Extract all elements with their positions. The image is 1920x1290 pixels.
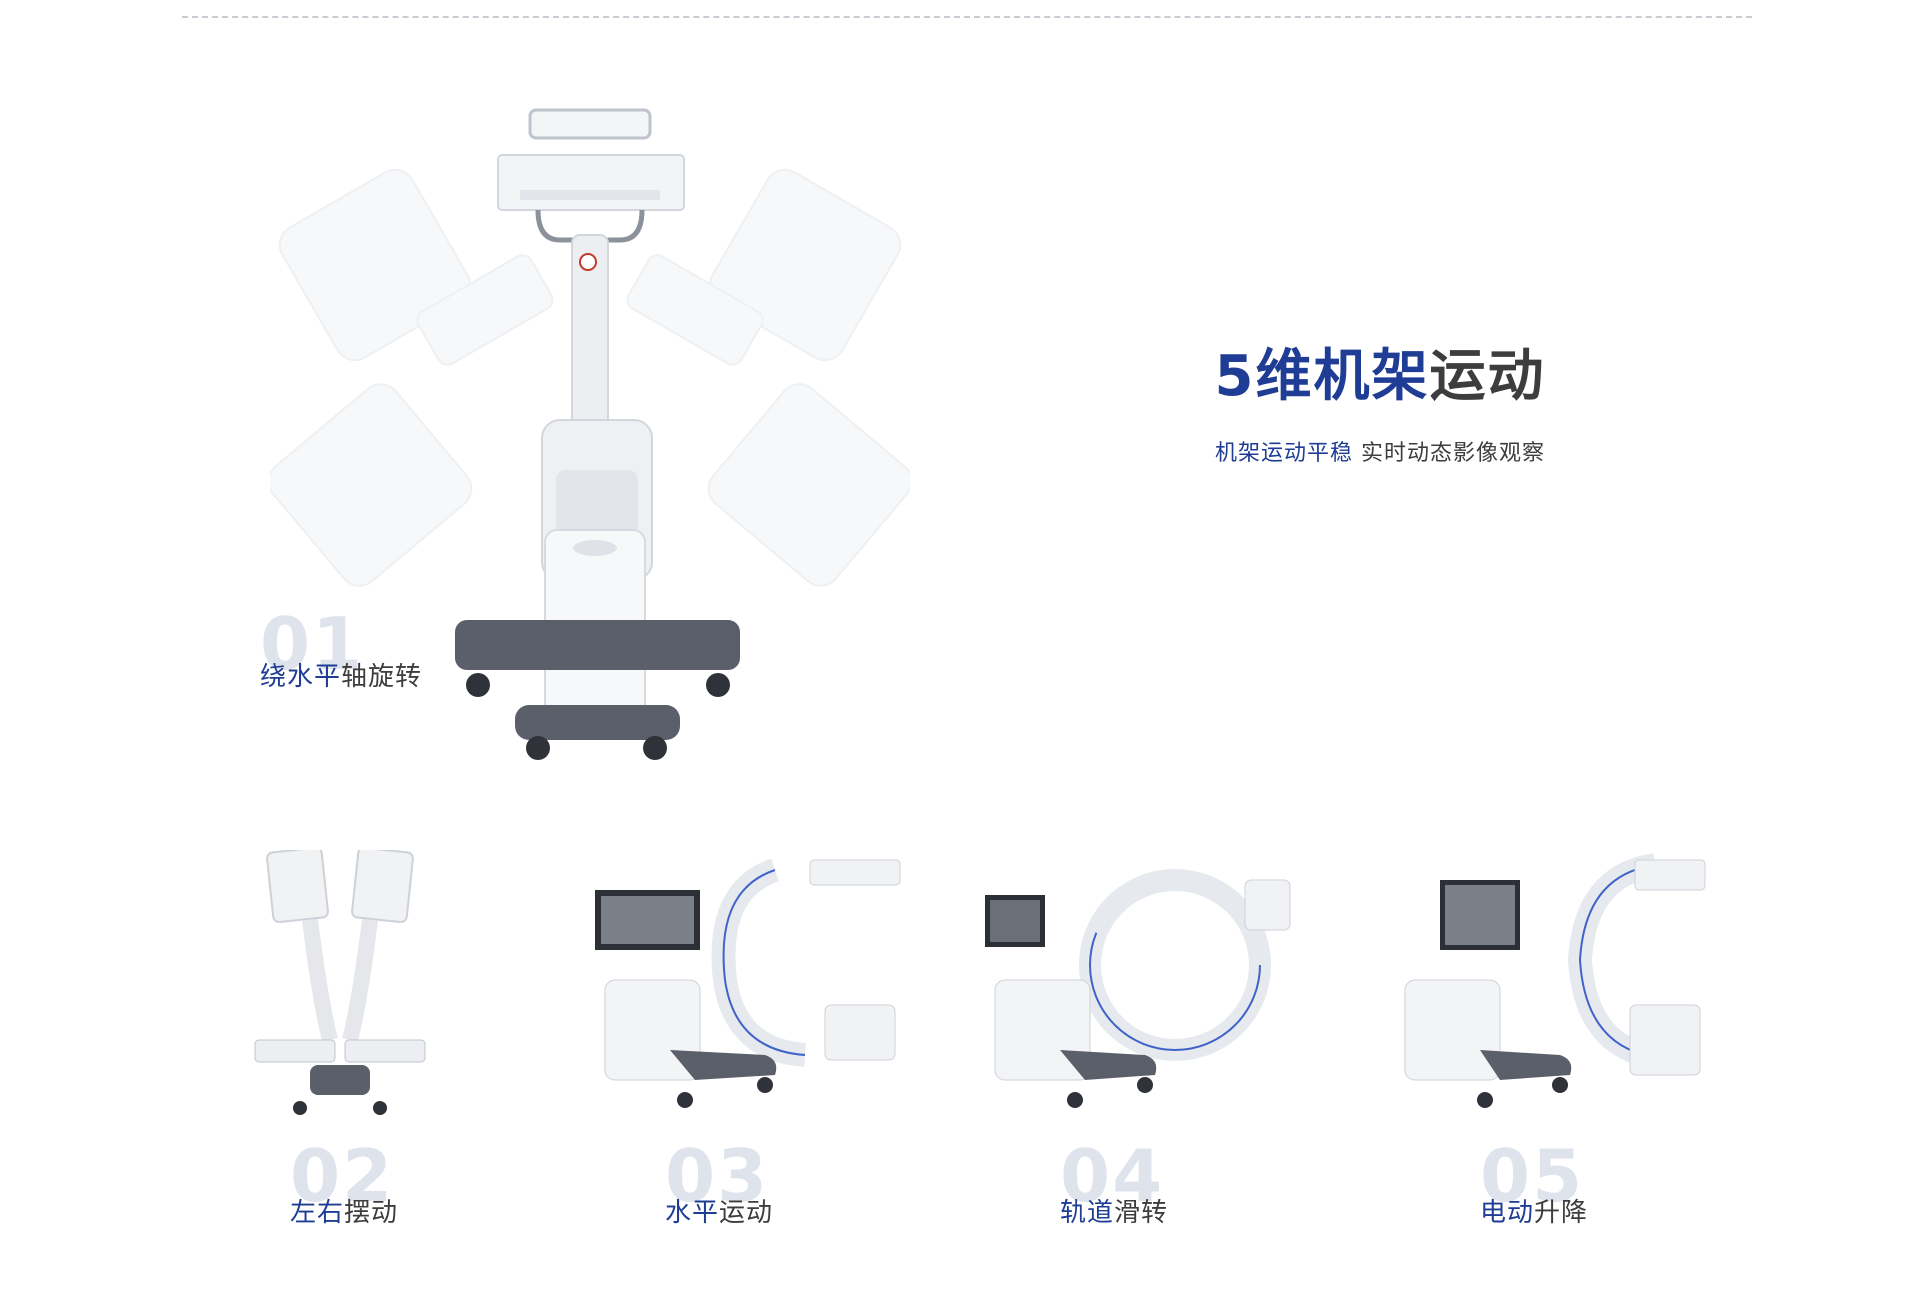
section-subheadline: 机架运动平稳 实时动态影像观察 — [1180, 438, 1580, 470]
feature-caption-rest: 升降 — [1534, 1198, 1589, 1228]
subheadline-highlight: 机架运动平稳 — [1214, 441, 1353, 466]
subheadline-rest: 实时动态影像观察 — [1353, 441, 1545, 466]
feature-caption-03: 水平运动 — [665, 1196, 773, 1230]
feature-caption-highlight: 电动 — [1480, 1198, 1535, 1228]
feature-number-02: 02 — [290, 1134, 395, 1218]
feature-number-01: 01 — [260, 602, 365, 686]
feature-caption-highlight: 绕水平 — [260, 662, 342, 692]
c-arm-rotation-illustration — [270, 108, 910, 760]
feature-number-05: 05 — [1480, 1134, 1585, 1218]
feature-caption-01: 绕水平轴旋转 — [260, 660, 422, 694]
feature-caption-rest: 轴旋转 — [341, 662, 423, 692]
feature-caption-05: 电动升降 — [1480, 1196, 1588, 1230]
c-arm-swing-illustration — [254, 850, 426, 1115]
feature-number-03: 03 — [665, 1134, 770, 1218]
feature-caption-04: 轨道滑转 — [1060, 1196, 1168, 1230]
feature-caption-rest: 摆动 — [344, 1198, 399, 1228]
c-arm-orbital-illustration — [985, 869, 1291, 1108]
c-arm-horizontal-illustration — [595, 858, 901, 1108]
feature-number-04: 04 — [1060, 1134, 1165, 1218]
feature-caption-highlight: 左右 — [290, 1198, 345, 1228]
top-dashed-divider — [182, 16, 1752, 18]
feature-caption-rest: 运动 — [719, 1198, 774, 1228]
headline-rest: 运动 — [1429, 344, 1546, 409]
feature-caption-rest: 滑转 — [1114, 1198, 1169, 1228]
feature-caption-02: 左右摆动 — [290, 1196, 398, 1230]
headline-highlight: 5维机架 — [1214, 344, 1430, 409]
c-arm-lift-illustration — [1404, 853, 1706, 1108]
feature-caption-highlight: 水平 — [665, 1198, 720, 1228]
section-headline: 5维机架运动 — [1180, 342, 1580, 412]
feature-caption-highlight: 轨道 — [1060, 1198, 1115, 1228]
